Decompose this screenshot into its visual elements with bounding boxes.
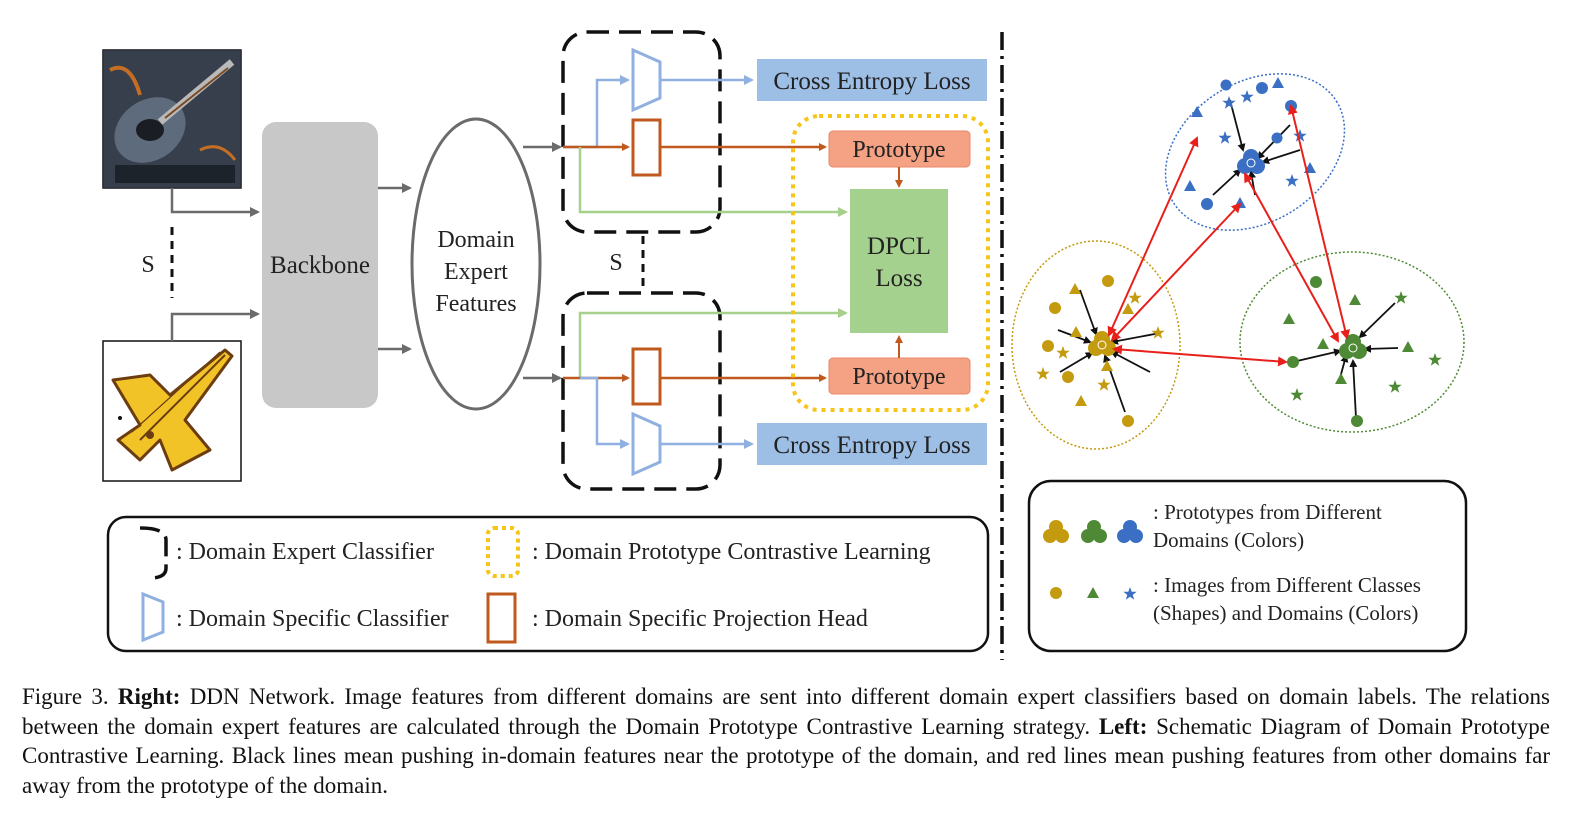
blue-line-top: [563, 75, 630, 149]
prototype-cluster-icon: [1339, 334, 1367, 359]
expert-features-line-1: Domain: [437, 227, 514, 253]
green-line-top: [578, 147, 848, 217]
trapezoid-classifier-icon: [141, 591, 165, 643]
blue-domain-cluster: [1164, 73, 1346, 231]
blue-line-bottom: [580, 376, 630, 449]
triangle-icon: [1087, 587, 1099, 598]
legend-prototype-cl: : Domain Prototype Contrastive Learning: [532, 539, 931, 565]
dpcl-label-line-2: Loss: [875, 265, 922, 292]
right-legend: [1027, 479, 1468, 653]
legend-projection-head: : Domain Specific Projection Head: [532, 606, 868, 632]
guitar-painting-image: [102, 49, 242, 189]
expert-features-line-3: Features: [435, 291, 516, 317]
expert-classifier-legend-icon: [139, 526, 168, 580]
projection-head-icon: [631, 118, 662, 177]
arrow-image2-backbone: [170, 309, 260, 341]
backbone-block: [262, 122, 378, 408]
yellow-domain-cluster: [1011, 240, 1181, 450]
prototype-label-bottom: Prototype: [852, 364, 945, 390]
arrow-image1-backbone: [170, 188, 260, 217]
caption-right-text: DDN Network. Image features from differe…: [22, 684, 1550, 739]
share-label-left: S: [141, 252, 154, 278]
projection-head-icon: [486, 592, 517, 644]
caption-left-label: Left:: [1098, 713, 1148, 739]
share-label-middle: S: [609, 250, 622, 276]
figure-caption: Figure 3. Right: DDN Network. Image feat…: [22, 682, 1550, 800]
ce-loss-box-top: [757, 59, 987, 101]
legend-prototypes-line-2: Domains (Colors): [1153, 528, 1304, 552]
figure-diagram: S Backbone Domain Expert Features S Cros…: [102, 30, 1468, 660]
guitar-cartoon-image: [102, 340, 242, 482]
ce-loss-label-top: Cross Entropy Loss: [773, 68, 970, 95]
prototype-cluster-icon: [1043, 520, 1143, 543]
trapezoid-classifier-icon: [631, 411, 662, 477]
left-legend: [106, 515, 990, 653]
ce-loss-box-bottom: [757, 423, 987, 465]
legend-specific-classifier: : Domain Specific Classifier: [176, 606, 449, 632]
red-repulsion-arrows: [1107, 104, 1350, 367]
legend-images-line-1: : Images from Different Classes: [1153, 573, 1421, 597]
dpcl-legend-icon: [486, 526, 520, 578]
legend-expert-classifier: : Domain Expert Classifier: [176, 539, 434, 565]
ce-loss-label-bottom: Cross Entropy Loss: [773, 432, 970, 459]
legend-prototypes-line-1: : Prototypes from Different: [1153, 500, 1382, 524]
dpcl-label-line-1: DPCL: [867, 233, 931, 260]
dpcl-loss-box: [850, 189, 948, 333]
green-domain-cluster: [1239, 251, 1465, 433]
caption-right-label: Right:: [117, 684, 181, 709]
circle-icon: [1050, 587, 1062, 599]
legend-images-line-2: (Shapes) and Domains (Colors): [1153, 601, 1418, 625]
trapezoid-classifier-icon: [631, 47, 662, 113]
domain-expert-features-ellipse: [410, 117, 542, 411]
prototype-cluster-icon: [1237, 149, 1265, 174]
expert-classifier-box-top: [561, 30, 722, 234]
prototype-cluster-icon: [1088, 331, 1116, 356]
projection-head-icon: [631, 347, 662, 406]
expert-features-line-2: Expert: [444, 259, 508, 285]
expert-classifier-box-bottom: [561, 291, 722, 491]
backbone-label: Backbone: [270, 252, 370, 279]
green-line-bottom: [578, 308, 848, 378]
prototype-label-top: Prototype: [852, 137, 945, 163]
caption-prefix: Figure 3.: [22, 684, 118, 709]
caption-left-text: Schematic Diagram of Domain Prototype Co…: [22, 713, 1550, 798]
